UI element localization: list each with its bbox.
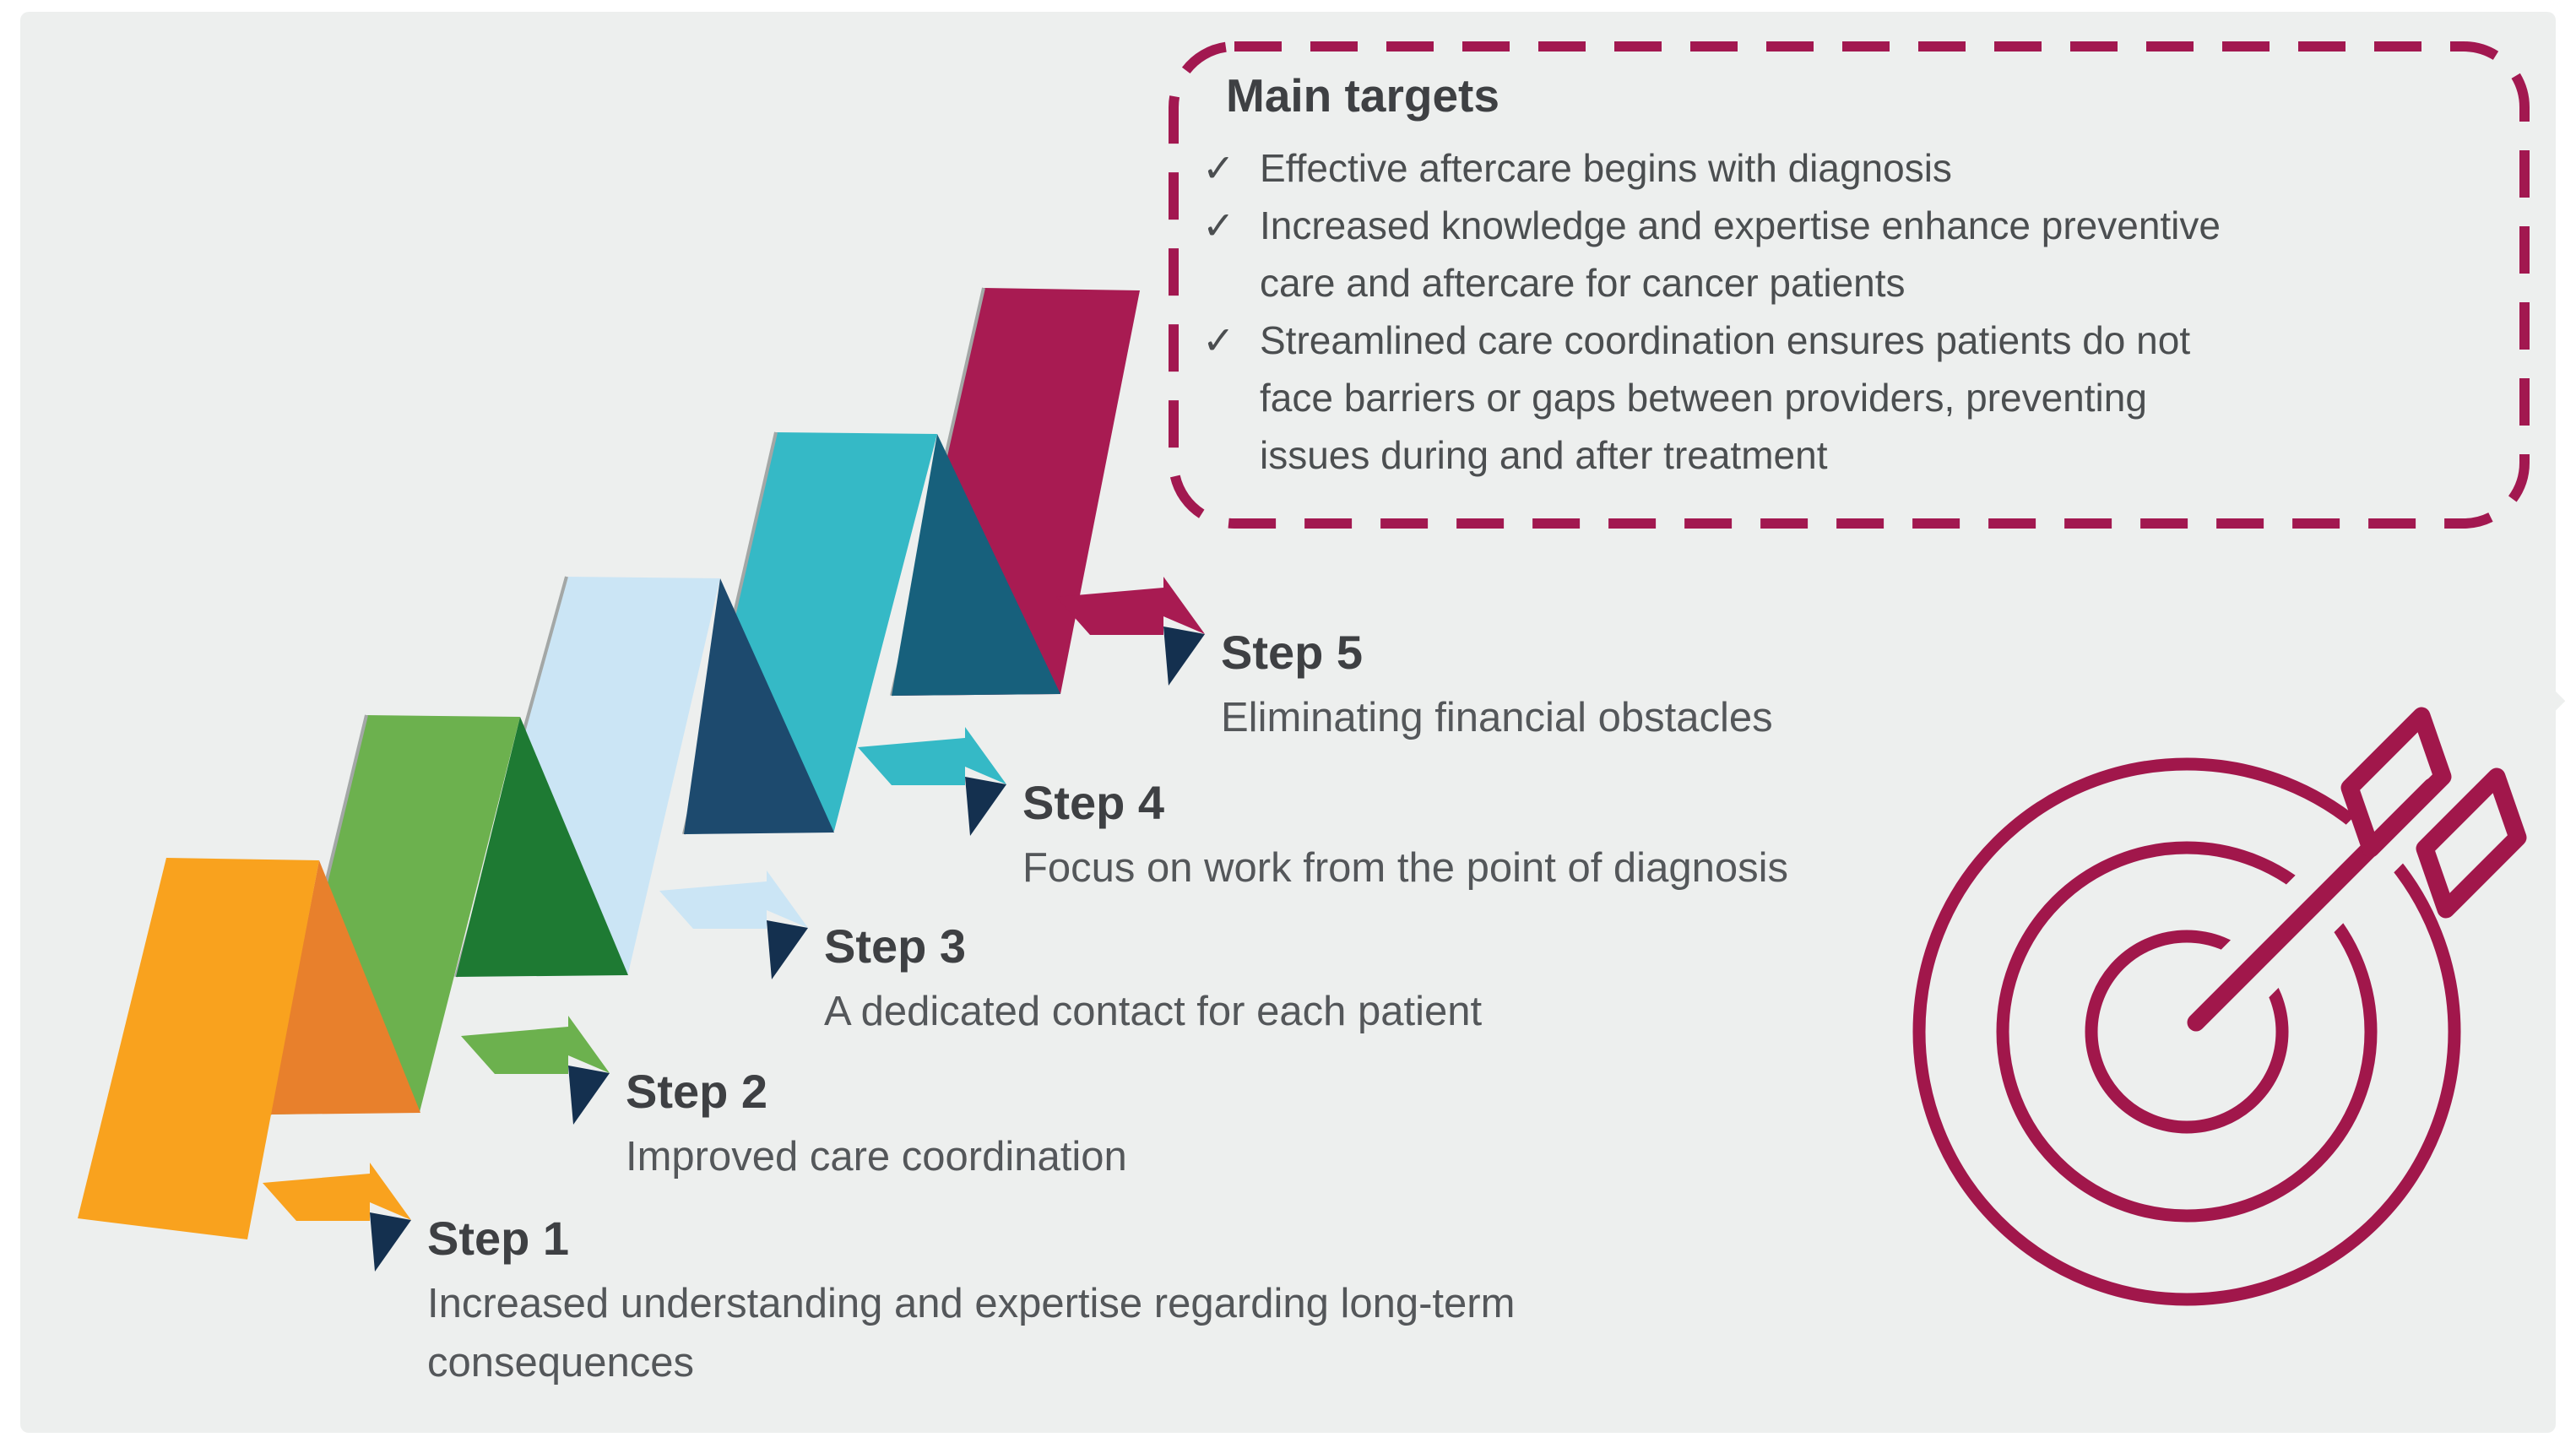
step3-title: Step 3 xyxy=(824,919,966,973)
arrow-fold-icon xyxy=(767,920,808,979)
target-outer-ring xyxy=(1912,757,2461,1306)
step1-label-block: Step 1 Increased understanding and exper… xyxy=(427,1212,1515,1386)
dart-fletching-vane xyxy=(2340,707,2452,858)
arrow-fold-icon xyxy=(1163,626,1205,686)
step4-label-block: Step 4 Focus on work from the point of d… xyxy=(1022,776,1788,891)
dart-fletching-vane xyxy=(2416,767,2527,919)
arrow-body xyxy=(263,1174,370,1221)
step4-description-line: Focus on work from the point of diagnosi… xyxy=(1022,845,1788,891)
checklist-line: Increased knowledge and expertise enhanc… xyxy=(1260,203,2221,247)
targets-checklist: ✓ Effective aftercare begins with diagno… xyxy=(1202,145,2221,477)
step-labels: Step 1 Increased understanding and exper… xyxy=(427,626,1788,1386)
staircase-ribbon xyxy=(78,287,1140,1239)
step5-arrow-icon xyxy=(1056,577,1205,686)
checklist-line: Effective aftercare begins with diagnosi… xyxy=(1260,146,1952,190)
main-targets-box: Main targets ✓ Effective aftercare begin… xyxy=(1169,41,2530,529)
step1-arrow-icon xyxy=(263,1163,411,1272)
step2-description-line: Improved care coordination xyxy=(626,1134,1127,1180)
step1-description-line: Increased understanding and expertise re… xyxy=(427,1281,1515,1326)
step3-description-line: A dedicated contact for each patient xyxy=(824,989,1482,1034)
checkmark-icon: ✓ xyxy=(1202,317,1235,363)
step2-arrow-icon xyxy=(461,1016,610,1125)
step5-label-block: Step 5 Eliminating financial obstacles xyxy=(1221,626,1773,740)
arrow-fold-icon xyxy=(370,1212,411,1272)
arrow-head xyxy=(767,870,808,928)
bullseye-target-icon xyxy=(1912,653,2566,1306)
step1-fold xyxy=(270,860,420,1114)
step4-fold xyxy=(892,434,1060,696)
arrow-head xyxy=(1163,577,1205,634)
arrow-head xyxy=(965,727,1006,784)
checklist-line: care and aftercare for cancer patients xyxy=(1260,261,1906,305)
arrow-body xyxy=(1056,588,1163,635)
step4-title: Step 4 xyxy=(1022,776,1164,829)
arrow-body xyxy=(461,1027,568,1074)
step2-fold xyxy=(456,717,628,977)
step3-fold xyxy=(684,578,834,834)
checklist-line: Streamlined care coordination ensures pa… xyxy=(1260,318,2190,362)
target-inner-ring xyxy=(2085,930,2289,1134)
step3-arrow-icon xyxy=(659,870,808,979)
step3-label-block: Step 3 A dedicated contact for each pati… xyxy=(824,919,1482,1034)
checkmark-icon: ✓ xyxy=(1202,203,1235,248)
arrow-fold-icon xyxy=(568,1066,610,1125)
arrow-fold-icon xyxy=(965,777,1006,836)
step1-ribbon xyxy=(78,858,319,1239)
arrow-head xyxy=(568,1016,610,1073)
arrow-body xyxy=(659,881,767,929)
step2-label-block: Step 2 Improved care coordination xyxy=(626,1065,1127,1180)
step1-title: Step 1 xyxy=(427,1212,569,1265)
step4-arrow-icon xyxy=(858,727,1006,836)
arrow-head xyxy=(370,1163,411,1220)
step1-description-line: consequences xyxy=(427,1340,694,1386)
step5-title: Step 5 xyxy=(1221,626,1363,679)
targets-box-border xyxy=(1169,41,2530,529)
checkmark-icon: ✓ xyxy=(1202,145,1235,191)
targets-box-title: Main targets xyxy=(1226,69,1500,122)
checklist-line: face barriers or gaps between providers,… xyxy=(1260,376,2147,420)
arrow-body xyxy=(858,738,965,785)
target-middle-ring xyxy=(1996,841,2378,1223)
step-arrows xyxy=(263,577,1205,1272)
step5-description-line: Eliminating financial obstacles xyxy=(1221,695,1773,740)
checklist-line: issues during and after treatment xyxy=(1260,433,1828,477)
step2-title: Step 2 xyxy=(626,1065,767,1118)
